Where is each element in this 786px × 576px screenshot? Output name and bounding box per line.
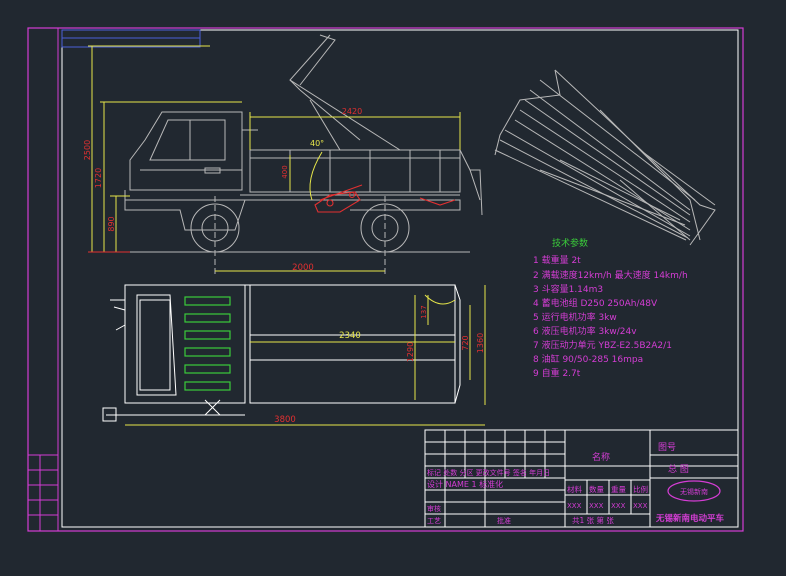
company-logo: 无锡新南 [667, 480, 721, 502]
dim-2000: 2000 [292, 263, 314, 273]
tech-item-9: 9 自重 2.7t [533, 367, 581, 379]
material-header-1: 材料 [567, 484, 582, 494]
dim-400: 400 [281, 165, 289, 178]
review-label: 审核 [427, 504, 441, 513]
tech-item-7: 7 液压动力单元 YBZ-E2.5B2A2/1 [533, 339, 672, 351]
hydraulic-linkage [314, 184, 456, 213]
title-block-text: 标记 处数 分区 更改文件号 签名 年月日 设计 NAME 1 标准化 审核 工… [427, 442, 725, 525]
drawing-frame [27, 27, 744, 532]
dim-1720: 1720 [94, 168, 103, 188]
tech-item-6: 6 液压电机功率 3kw/24v [533, 325, 637, 337]
tech-item-3: 3 斗容量1.14m3 [533, 283, 603, 295]
name-label: 名称 [592, 451, 610, 463]
side-dimension-labels: 2500 1720 890 2000 2420 40° 400 [83, 107, 362, 273]
dim-40deg: 40° [310, 139, 324, 148]
tech-parameters: 技术参数 1 载重量 2t 2 满载速度12km/h 最大速度 14km/h 3… [533, 237, 688, 379]
top-view-seats [184, 296, 231, 391]
company-name: 无锡新南电动平车 [655, 513, 725, 524]
dim-720: 720 [461, 335, 470, 350]
material-header-2: 数量 [589, 484, 604, 494]
sheets-label: 共1 张 第 张 [572, 515, 614, 525]
logo-text: 无锡新南 [680, 487, 708, 496]
dim-1290: 1290 [406, 342, 415, 362]
top-dimension-labels: 2340 3800 1290 720 1360 137 [274, 305, 485, 425]
side-view [120, 34, 483, 275]
process-label: 工艺 [427, 517, 441, 525]
design-row: 设计 NAME 1 标准化 [427, 479, 503, 489]
dim-3800: 3800 [274, 415, 296, 425]
drawing-no-label: 图号 [658, 442, 676, 453]
tech-item-5: 5 运行电机功率 3kw [533, 311, 617, 323]
revision-header: 标记 处数 分区 更改文件号 签名 年月日 [427, 468, 550, 477]
dim-137: 137 [420, 305, 428, 318]
material-value-2: XXX [589, 502, 604, 510]
material-value-3: XXX [611, 502, 626, 510]
dim-2340: 2340 [339, 331, 361, 341]
tech-title: 技术参数 [552, 237, 588, 249]
tech-item-1: 1 载重量 2t [533, 254, 581, 266]
tech-item-4: 4 蓄电池组 D250 250Ah/48V [533, 297, 658, 309]
top-dimensions [125, 285, 486, 426]
side-dimensions [88, 45, 461, 272]
tipping-sweep [494, 69, 716, 246]
material-header-4: 比例 [633, 484, 648, 494]
material-header-3: 重量 [611, 485, 626, 494]
tech-item-2: 2 满载速度12km/h 最大速度 14km/h [533, 269, 688, 281]
top-view [102, 284, 461, 422]
dim-1360: 1360 [476, 333, 485, 353]
material-value-4: XXX [633, 502, 648, 510]
title-block [424, 429, 739, 528]
dim-2500: 2500 [83, 140, 92, 160]
material-value-1: XXX [567, 502, 582, 510]
tech-item-8: 8 油缸 90/50-285 16mpa [533, 353, 643, 365]
dim-2420: 2420 [342, 107, 362, 116]
approve-label: 批准 [497, 516, 511, 525]
drawing-name: 总 图 [668, 463, 689, 475]
dim-890: 890 [107, 216, 116, 231]
